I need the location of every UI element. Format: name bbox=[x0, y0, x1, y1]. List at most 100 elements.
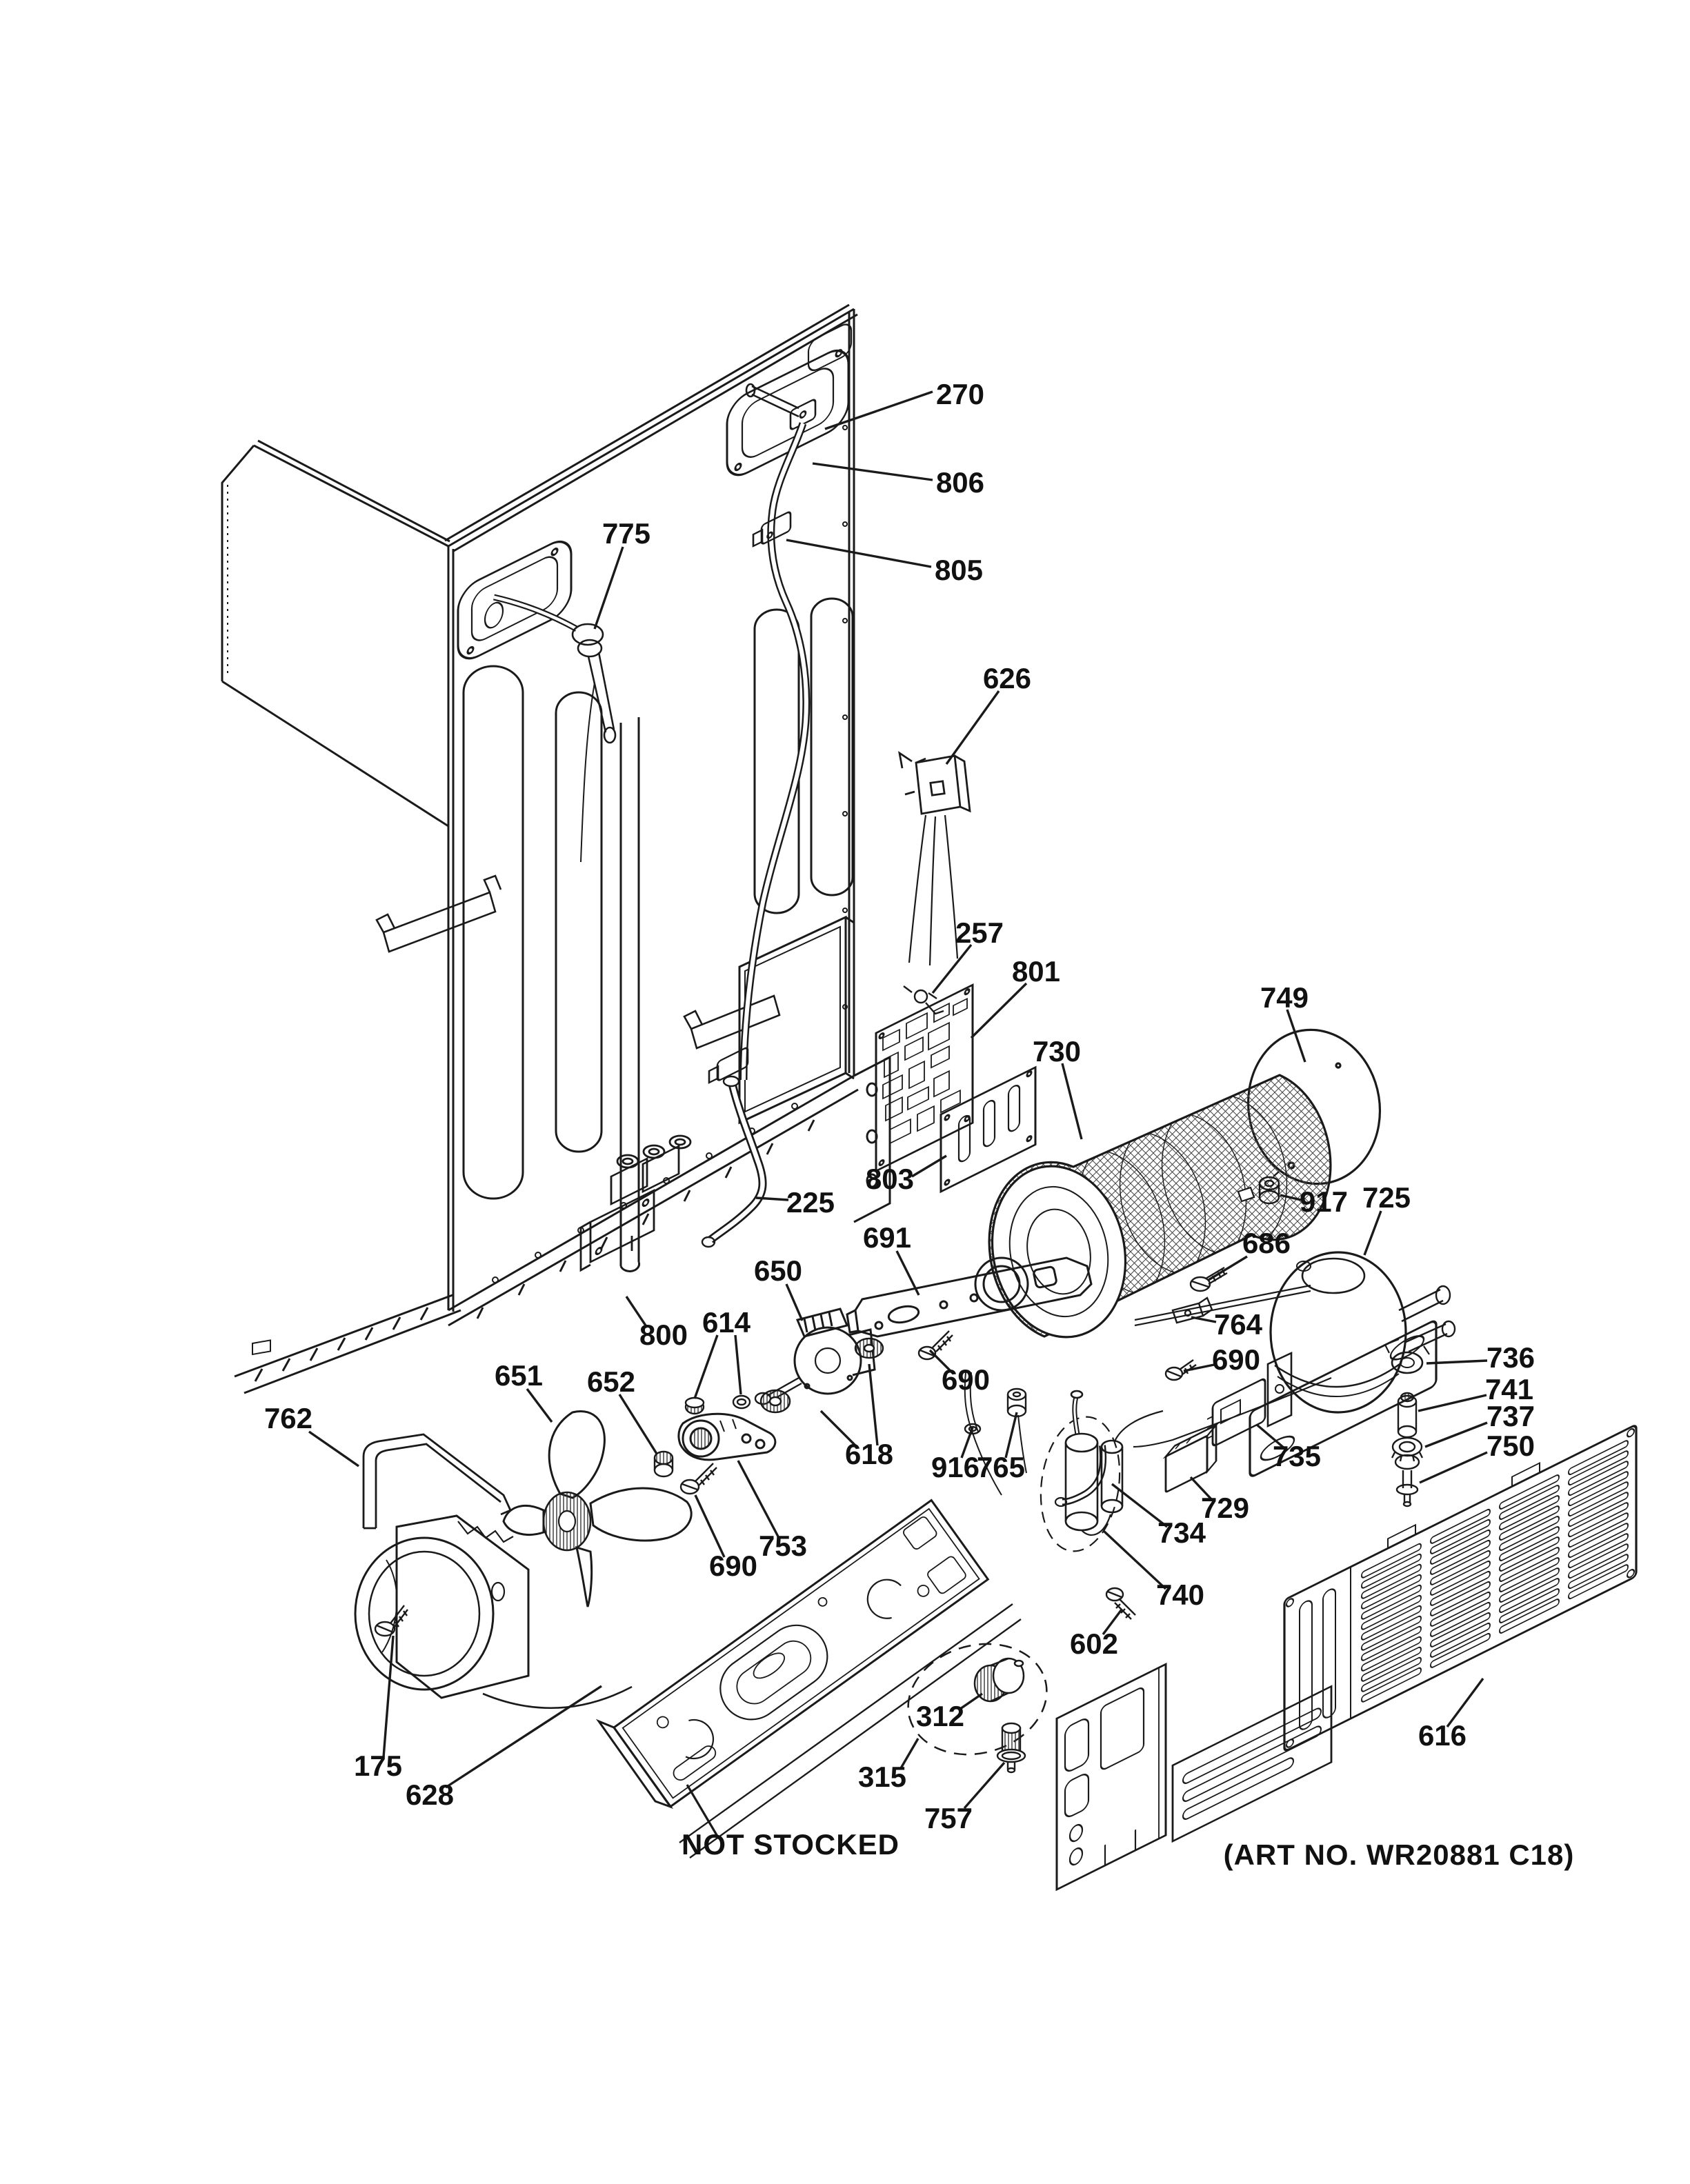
part-number-734: 734 bbox=[1157, 1516, 1206, 1549]
tube-clamp-805 bbox=[708, 511, 792, 1084]
part-number-175: 175 bbox=[354, 1750, 402, 1782]
part-number-764: 764 bbox=[1214, 1308, 1263, 1341]
callout-175-37: 175 bbox=[354, 1635, 402, 1782]
part-number-750: 750 bbox=[1487, 1430, 1535, 1462]
part-number-741: 741 bbox=[1485, 1373, 1533, 1405]
part-number-800: 800 bbox=[639, 1319, 688, 1351]
leader-line-764 bbox=[1191, 1316, 1217, 1323]
part-number-602: 602 bbox=[1070, 1627, 1118, 1660]
screw-175 bbox=[374, 1605, 408, 1637]
art-no-label: (ART NO. WR20881 C18) bbox=[1224, 1839, 1575, 1871]
fan-shroud-628 bbox=[354, 1514, 633, 1710]
leader-line-315 bbox=[899, 1738, 919, 1769]
roller-312 bbox=[907, 1643, 1048, 1756]
callout-616-42: 616 bbox=[1418, 1677, 1484, 1752]
part-number-628: 628 bbox=[406, 1779, 454, 1811]
part-number-686: 686 bbox=[1242, 1227, 1291, 1259]
part-number-803: 803 bbox=[866, 1163, 914, 1195]
part-number-749: 749 bbox=[1260, 981, 1309, 1014]
part-number-916: 916 bbox=[931, 1451, 980, 1483]
leader-line-614 bbox=[734, 1334, 742, 1395]
callout-753-31: 753 bbox=[737, 1460, 807, 1562]
leader-line-690 bbox=[694, 1494, 726, 1558]
leader-line-750 bbox=[1419, 1451, 1488, 1484]
part-number-725: 725 bbox=[1362, 1181, 1411, 1214]
callout-225-10: 225 bbox=[755, 1186, 835, 1219]
nuts-614 bbox=[684, 1394, 751, 1415]
leader-line-616 bbox=[1446, 1677, 1484, 1728]
callout-315-39: 315 bbox=[858, 1738, 919, 1793]
compressor-725 bbox=[1249, 1251, 1456, 1477]
part-number-616: 616 bbox=[1418, 1719, 1467, 1752]
callout-762-35: 762 bbox=[264, 1402, 359, 1467]
filler-panel bbox=[1171, 1685, 1333, 1843]
callout-735-20: 735 bbox=[1255, 1423, 1321, 1472]
part-number-736: 736 bbox=[1487, 1341, 1535, 1374]
condenser-730 bbox=[988, 1074, 1332, 1339]
base-pan bbox=[595, 1499, 1022, 1859]
top-left-corner-pad bbox=[457, 540, 573, 660]
tube-strap-clips bbox=[375, 874, 781, 1050]
leader-line-628 bbox=[445, 1685, 602, 1789]
callout-801-6: 801 bbox=[970, 955, 1060, 1039]
part-number-801: 801 bbox=[1012, 955, 1060, 988]
capacitor-729 bbox=[1162, 1422, 1220, 1493]
leader-line-175 bbox=[382, 1635, 395, 1758]
leader-line-753 bbox=[737, 1460, 779, 1537]
part-number-270: 270 bbox=[936, 378, 984, 410]
callout-628-36: 628 bbox=[406, 1685, 602, 1811]
callout-775-3: 775 bbox=[593, 517, 650, 630]
motor-bracket-753 bbox=[677, 1412, 777, 1461]
screw-602 bbox=[1105, 1587, 1136, 1620]
part-number-618: 618 bbox=[845, 1438, 893, 1470]
grommet-917 bbox=[1258, 1171, 1280, 1205]
leader-line-801 bbox=[970, 982, 1028, 1039]
water-line-806 bbox=[739, 422, 811, 1081]
part-number-614: 614 bbox=[702, 1306, 751, 1339]
callout-690-15: 690 bbox=[1183, 1343, 1260, 1376]
leader-line-736 bbox=[1426, 1359, 1488, 1365]
leader-line-225 bbox=[755, 1196, 789, 1201]
part-number-775: 775 bbox=[602, 517, 650, 550]
callout-686-13: 686 bbox=[1208, 1227, 1291, 1281]
harness-handle-762 bbox=[362, 1433, 512, 1530]
callout-651-34: 651 bbox=[495, 1359, 553, 1423]
part-number-690: 690 bbox=[942, 1363, 990, 1396]
fan-motor-650 bbox=[754, 1308, 876, 1405]
leader-line-917 bbox=[1280, 1194, 1302, 1201]
leader-line-775 bbox=[593, 546, 624, 630]
part-number-312: 312 bbox=[916, 1700, 964, 1732]
leader-line-800 bbox=[625, 1296, 648, 1328]
callout-757-40: 757 bbox=[924, 1761, 1006, 1834]
part-number-315: 315 bbox=[858, 1761, 906, 1793]
callout-805-2: 805 bbox=[786, 539, 983, 586]
callout-765-24: 765 bbox=[977, 1412, 1025, 1483]
callout-749-8: 749 bbox=[1260, 981, 1309, 1063]
part-number-651: 651 bbox=[495, 1359, 543, 1392]
part-number-762: 762 bbox=[264, 1402, 312, 1434]
control-board-801 bbox=[875, 983, 974, 1173]
part-number-806: 806 bbox=[936, 466, 984, 499]
callout-729-21: 729 bbox=[1189, 1476, 1249, 1524]
suction-line bbox=[1133, 1376, 1332, 1448]
leader-line-729 bbox=[1189, 1476, 1214, 1502]
part-number-626: 626 bbox=[983, 662, 1031, 694]
part-number-652: 652 bbox=[587, 1365, 635, 1398]
not-stocked-leader bbox=[686, 1784, 720, 1839]
leader-line-749 bbox=[1286, 1009, 1306, 1063]
water-inlet-elbow-270 bbox=[745, 383, 817, 430]
callout-270-0: 270 bbox=[824, 378, 984, 430]
callout-806-1: 806 bbox=[812, 462, 984, 499]
leader-line-805 bbox=[786, 539, 932, 568]
fan-blade-651 bbox=[502, 1410, 693, 1607]
callout-803-9: 803 bbox=[866, 1154, 947, 1195]
leader-line-762 bbox=[308, 1430, 359, 1467]
part-number-257: 257 bbox=[955, 916, 1004, 949]
part-number-765: 765 bbox=[977, 1451, 1025, 1483]
part-number-691: 691 bbox=[863, 1221, 911, 1254]
callout-740-23: 740 bbox=[1102, 1530, 1204, 1611]
leader-line-690 bbox=[928, 1349, 955, 1375]
callout-741-17: 741 bbox=[1418, 1373, 1533, 1412]
part-number-729: 729 bbox=[1201, 1492, 1249, 1524]
